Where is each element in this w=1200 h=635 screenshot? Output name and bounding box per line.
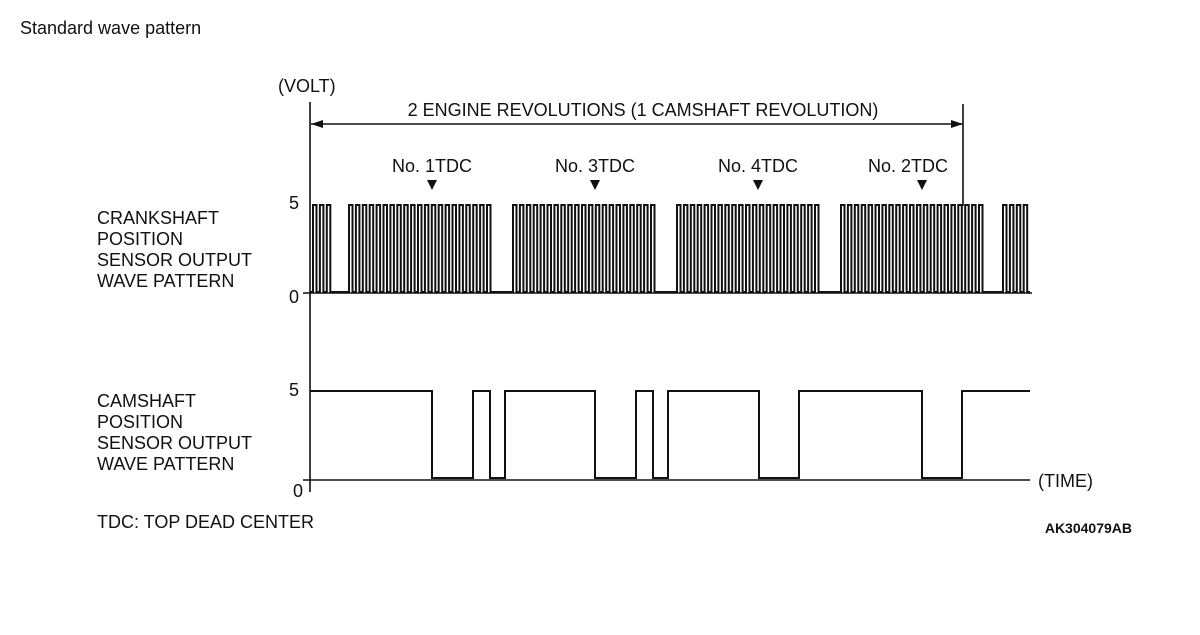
tdc-label: No. 4TDC (718, 156, 798, 176)
footnote: TDC: TOP DEAD CENTER (97, 512, 314, 532)
tdc-marker-4: No. 4TDC (718, 156, 798, 190)
tdc-label: No. 2TDC (868, 156, 948, 176)
tdc-marker-3: No. 3TDC (555, 156, 635, 190)
cam-label: CAMSHAFT POSITION SENSOR OUTPUT WAVE PAT… (97, 391, 257, 474)
cam-low-tick: 0 (293, 481, 303, 501)
crank-low-tick: 0 (289, 287, 299, 307)
tdc-label: No. 3TDC (555, 156, 635, 176)
tdc-marker-1: No. 1TDC (392, 156, 472, 190)
revolution-label: 2 ENGINE REVOLUTIONS (1 CAMSHAFT REVOLUT… (408, 100, 879, 120)
cam-label-line: POSITION (97, 412, 183, 432)
time-label: (TIME) (1038, 471, 1093, 491)
tdc-label: No. 1TDC (392, 156, 472, 176)
cam-high-tick: 5 (289, 380, 299, 400)
crank-waveform (310, 204, 1030, 293)
crank-label-line: POSITION (97, 229, 183, 249)
cam-waveform (310, 390, 1030, 479)
cam-label-line: CAMSHAFT (97, 391, 196, 411)
crank-label-line: WAVE PATTERN (97, 271, 234, 291)
figure-id: AK304079AB (1045, 520, 1132, 536)
cam-label-line: WAVE PATTERN (97, 454, 234, 474)
crank-high-tick: 5 (289, 193, 299, 213)
volt-label: (VOLT) (278, 76, 336, 96)
tdc-marker-2: No. 2TDC (868, 156, 948, 190)
page-title: Standard wave pattern (20, 18, 202, 38)
tdc-pointer-icon (917, 180, 927, 190)
tdc-pointer-icon (590, 180, 600, 190)
crank-label: CRANKSHAFT POSITION SENSOR OUTPUT WAVE P… (97, 208, 257, 291)
cam-label-line: SENSOR OUTPUT (97, 433, 252, 453)
tdc-pointer-icon (753, 180, 763, 190)
tdc-pointer-icon (427, 180, 437, 190)
crank-label-line: SENSOR OUTPUT (97, 250, 252, 270)
crank-label-line: CRANKSHAFT (97, 208, 219, 228)
